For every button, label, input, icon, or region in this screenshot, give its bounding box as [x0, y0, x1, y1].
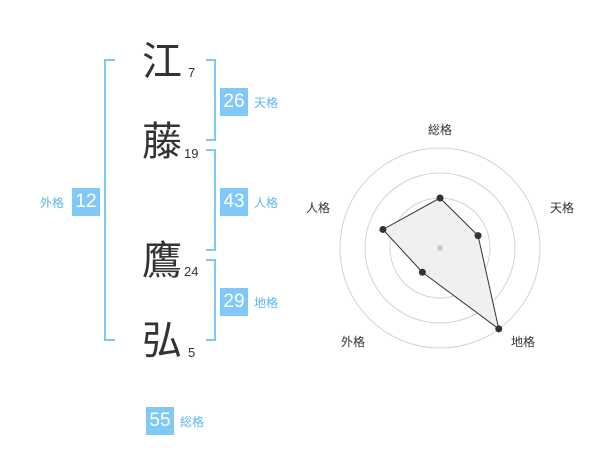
chikaku-value: 29 [220, 288, 248, 316]
radar-label-jinkaku: 人格 [306, 201, 331, 215]
radar-center-dot [437, 245, 443, 251]
soukaku-value: 55 [146, 407, 174, 435]
stroke-count-1: 7 [188, 65, 196, 80]
name-char-1: 江 [142, 39, 182, 85]
radar-label-tenkaku: 天格 [550, 201, 575, 215]
name-char-3: 鷹 [142, 238, 182, 284]
tenkaku-value: 26 [220, 88, 248, 116]
radar-label-gaikaku: 外格 [341, 335, 366, 349]
jinkaku-value: 43 [220, 188, 248, 216]
stroke-count-3: 24 [184, 264, 199, 279]
radar-polygon [382, 197, 500, 331]
stroke-count-4: 5 [188, 345, 196, 360]
tenkaku-label: 天格 [254, 96, 279, 110]
radar-point-4 [418, 268, 426, 276]
radar-ring-3 [364, 172, 516, 324]
radar-ring-4 [339, 147, 541, 349]
radar-label-chikaku: 地格 [511, 335, 536, 349]
radar-point-3 [495, 325, 503, 333]
radar-label-soukaku: 総格 [428, 123, 453, 137]
soukaku-label: 総格 [180, 415, 205, 429]
radar-point-5 [379, 225, 387, 233]
gaikaku-label: 外格 [40, 196, 65, 210]
radar-point-1 [436, 194, 444, 202]
name-char-4: 弘 [142, 318, 182, 364]
radar-point-2 [474, 232, 482, 240]
chikaku-label: 地格 [254, 296, 279, 310]
gaikaku-value: 12 [72, 188, 100, 216]
jinkaku-label: 人格 [254, 196, 279, 210]
name-char-2: 藤 [142, 119, 182, 165]
stroke-count-2: 19 [184, 146, 199, 161]
